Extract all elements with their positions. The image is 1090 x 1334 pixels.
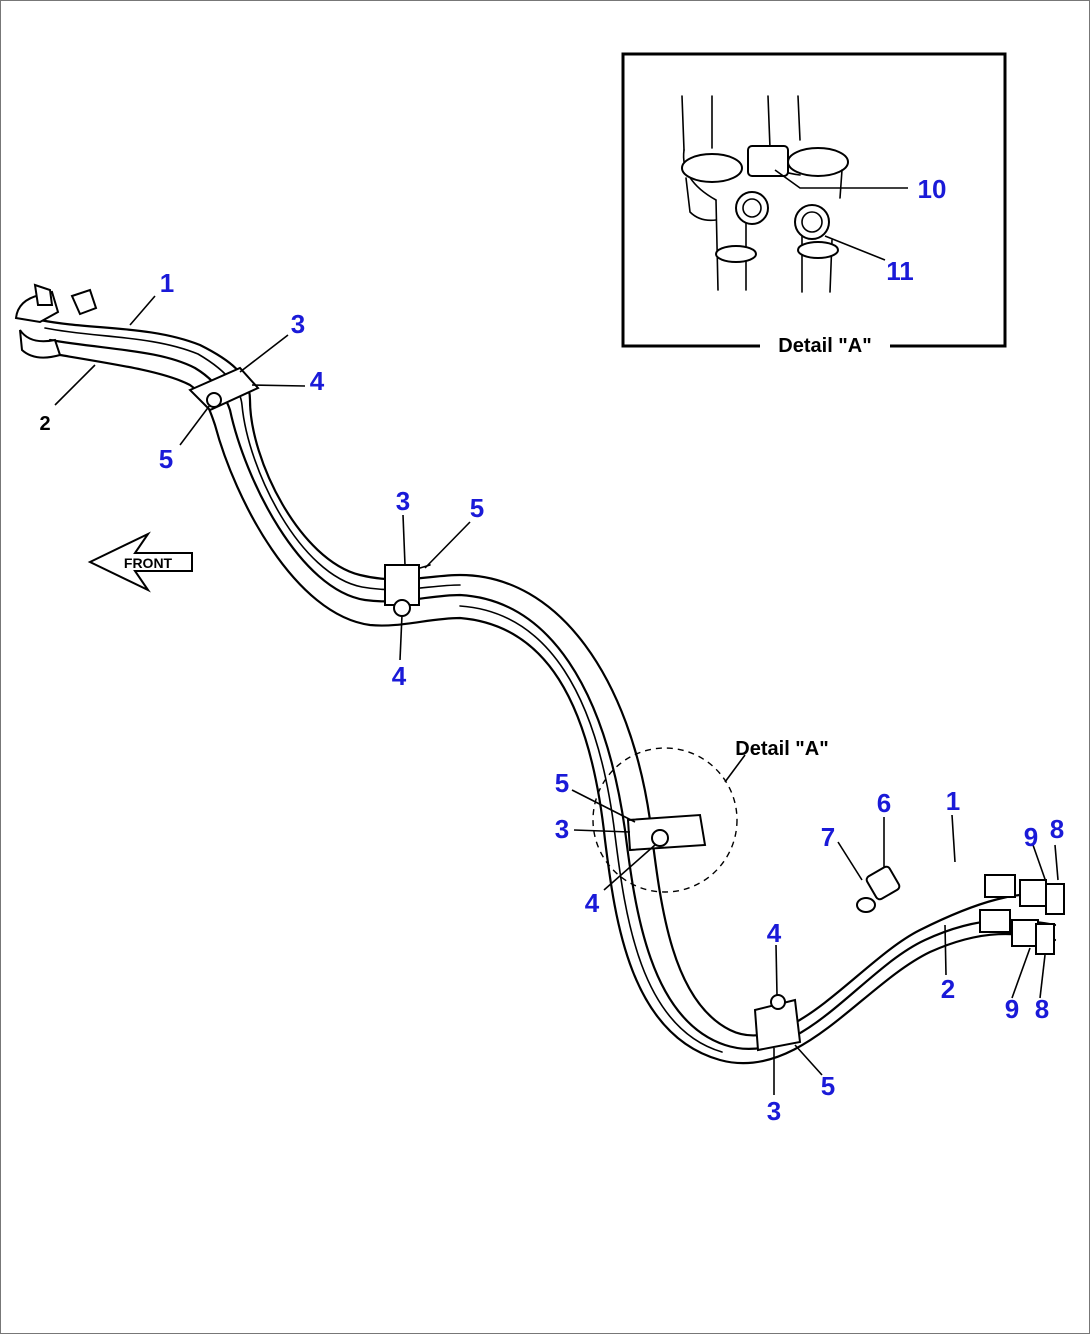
clamp-1 (188, 366, 260, 412)
callout-9: 9 (1005, 994, 1019, 1024)
callout-4: 4 (310, 366, 325, 396)
callout-1: 1 (160, 268, 174, 298)
callout-3: 3 (555, 814, 569, 844)
clamp-4 (753, 994, 802, 1052)
callout-11: 11 (886, 256, 914, 286)
callout-8: 8 (1050, 814, 1064, 844)
callout-3: 3 (396, 486, 410, 516)
callout-4: 4 (392, 661, 407, 691)
hose-assembly (14, 283, 1065, 1065)
detail-a-label: Detail "A" (735, 738, 828, 760)
front-label: FRONT (124, 555, 173, 571)
callout-2: 2 (941, 974, 955, 1004)
detail-a-circle (592, 747, 738, 893)
callout-9: 9 (1024, 822, 1038, 852)
callout-1: 1 (946, 786, 960, 816)
callout-5: 5 (159, 444, 173, 474)
leader-lines (54, 295, 1059, 1095)
callout-5: 5 (470, 493, 484, 523)
callout-5: 5 (821, 1071, 835, 1101)
callout-2: 2 (39, 413, 50, 435)
detail-a-inset: Detail "A" (621, 52, 1007, 357)
callout-5: 5 (555, 768, 569, 798)
detail-inset-label: Detail "A" (778, 335, 871, 357)
callout-10: 10 (918, 174, 947, 204)
callout-3: 3 (291, 309, 305, 339)
callout-8: 8 (1035, 994, 1049, 1024)
callout-6: 6 (877, 788, 891, 818)
callout-7: 7 (821, 822, 835, 852)
callout-4: 4 (585, 888, 600, 918)
callout-labels: 1 2 3 4 5 3 5 4 5 3 4 6 7 1 9 8 2 9 8 4 … (39, 174, 1064, 1126)
clamp-3 (626, 813, 707, 852)
callout-4: 4 (767, 918, 782, 948)
front-arrow-icon (87, 531, 193, 593)
inset-clamp (681, 145, 849, 263)
clamp-2 (384, 564, 431, 617)
callout-3: 3 (767, 1096, 781, 1126)
